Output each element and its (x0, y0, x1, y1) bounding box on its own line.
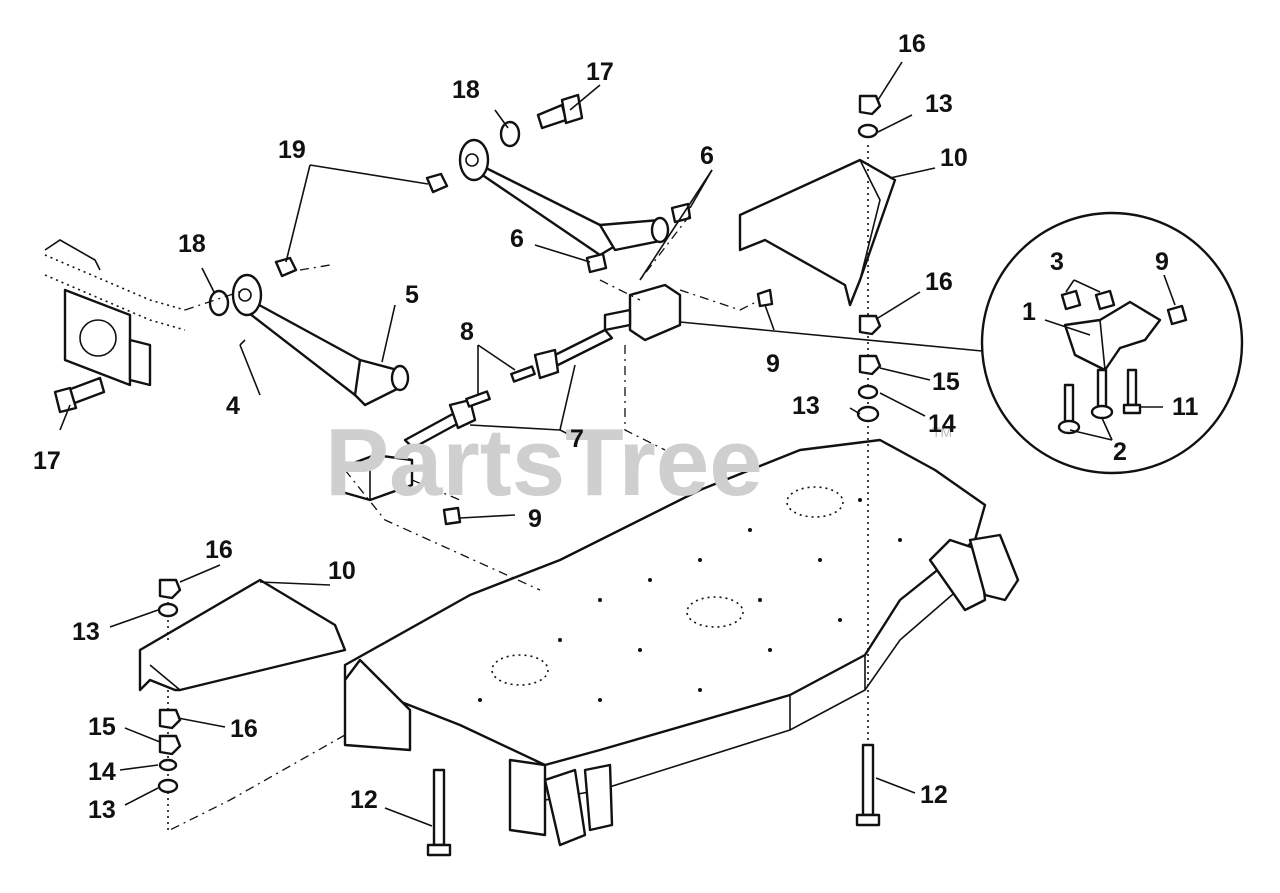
callout-14-right: 14 (928, 410, 956, 438)
callout-17-upper: 17 (586, 58, 614, 86)
pivot-block-lower (333, 453, 414, 502)
callout-2: 2 (1113, 438, 1127, 466)
detail-circle (679, 211, 1244, 475)
lift-arm-4 (231, 273, 410, 407)
callout-1: 1 (1022, 298, 1036, 326)
callout-16-left-top: 16 (205, 536, 233, 564)
watermark: PartsTree (325, 409, 763, 516)
washer-14-left (158, 758, 178, 772)
nut-16-top (858, 94, 882, 116)
callout-15-left: 15 (88, 713, 116, 741)
bolt-12-right (855, 743, 881, 827)
frame-fragment (44, 239, 186, 387)
nut-19-upper (425, 172, 449, 194)
callout-12-right: 12 (920, 781, 948, 809)
callout-5: 5 (405, 281, 419, 309)
callout-4: 4 (226, 392, 240, 420)
callout-16-top: 16 (898, 30, 926, 58)
callout-13-left-top: 13 (72, 618, 100, 646)
leader-lines (59, 61, 1176, 827)
nut-16-mid (858, 314, 882, 336)
nut-16-left-mid (158, 708, 182, 730)
callout-labels: 16 17 18 13 10 19 6 6 18 5 16 3 9 1 8 9 … (33, 30, 1199, 824)
callout-13-right: 13 (792, 392, 820, 420)
nut-16-left-top (158, 578, 182, 600)
callout-16-left-mid: 16 (230, 715, 258, 743)
washer-18-upper (499, 120, 521, 148)
callout-19: 19 (278, 136, 306, 164)
callout-18-upper: 18 (452, 76, 480, 104)
callout-9-detail: 9 (1155, 248, 1169, 276)
lift-arm-5 (458, 138, 670, 257)
callout-14-left: 14 (88, 758, 116, 786)
callout-8: 8 (460, 318, 474, 346)
washer-13-left-top (157, 602, 179, 618)
callout-10-lower: 10 (328, 557, 356, 585)
nut-15-left (158, 734, 182, 756)
mower-deck (343, 438, 1020, 847)
washer-13-left-bottom (157, 778, 179, 794)
callout-17-left: 17 (33, 447, 61, 475)
callout-15-right: 15 (932, 368, 960, 396)
cover-10-upper (738, 158, 897, 307)
callout-18-left: 18 (178, 230, 206, 258)
callout-9-lower: 9 (528, 505, 542, 533)
washer-14-right (857, 384, 879, 400)
hardware-small (442, 202, 774, 526)
washer-18-left (208, 289, 230, 317)
callout-11: 11 (1172, 393, 1199, 421)
callout-3: 3 (1050, 248, 1064, 276)
nut-19-lower (274, 256, 298, 278)
callout-10-upper: 10 (940, 144, 968, 172)
pivot-block-upper (603, 283, 682, 342)
nut-15-right (858, 354, 882, 376)
callout-7: 7 (570, 425, 584, 453)
washer-13-top (857, 123, 879, 139)
callout-6-lower: 6 (510, 225, 524, 253)
callout-13-top: 13 (925, 90, 953, 118)
assembly-lines (169, 214, 761, 831)
washer-13-right (856, 405, 880, 423)
callout-6-upper: 6 (700, 142, 714, 170)
callout-9-mid: 9 (766, 350, 780, 378)
watermark-trademark: TM (932, 424, 952, 440)
callout-13-left-bottom: 13 (88, 796, 116, 824)
bolt-17-left (53, 376, 106, 414)
cover-10-lower (138, 578, 347, 692)
bolt-12-left (426, 768, 452, 857)
callout-16-mid: 16 (925, 268, 953, 296)
callout-12-left: 12 (350, 786, 378, 814)
bolt-17-upper (536, 93, 584, 130)
